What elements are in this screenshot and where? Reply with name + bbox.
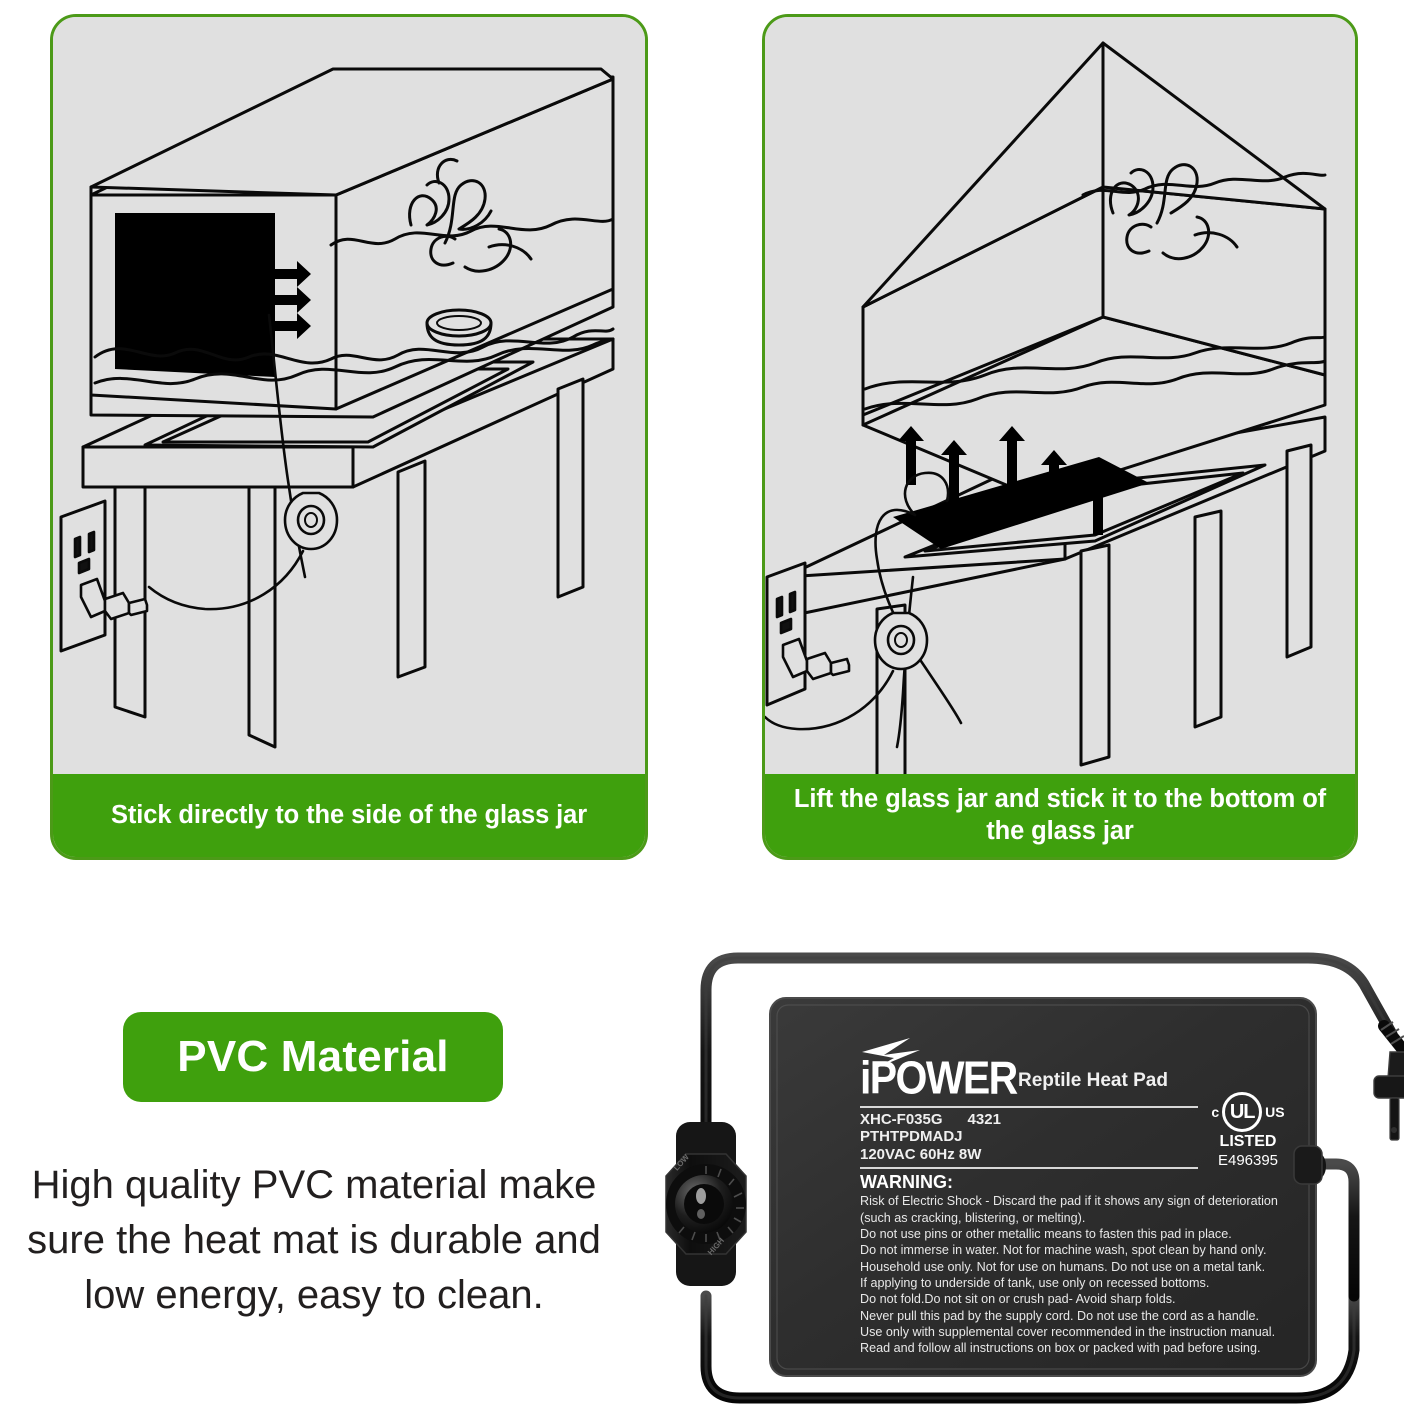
warning-line: Risk of Electric Shock - Discard the pad…: [860, 1194, 1278, 1209]
ul-file-number: E496395: [1217, 1152, 1279, 1169]
product-code: PTHTPDMADJ: [860, 1128, 963, 1146]
instruction-panel-stick-to-bottom: Lift the glass jar and stick it to the b…: [762, 14, 1358, 860]
ul-logo-icon: UL: [1222, 1092, 1263, 1132]
model-line: XHC-F035G 4321: [860, 1111, 1280, 1128]
warning-line: Do not use pins or other metallic means …: [860, 1226, 1232, 1241]
ul-listed-text: LISTED: [1219, 1133, 1277, 1150]
pvc-material-description: High quality PVC material make sure the …: [27, 1163, 601, 1318]
brand-logo-row: iPOWER Reptile Heat Pad: [860, 1052, 1280, 1105]
ul-certification-mark: c UL US LISTED E496395: [1188, 1092, 1308, 1169]
pvc-material-badge-label: PVC Material: [177, 1032, 449, 1081]
panel-caption-stick-to-side: Stick directly to the side of the glass …: [53, 774, 645, 857]
instruction-panel-stick-to-side: Stick directly to the side of the glass …: [50, 14, 648, 860]
warning-line: Do not immerse in water. Not for machine…: [860, 1243, 1267, 1258]
warning-line: Do not fold.Do not sit on or crush pad- …: [860, 1292, 1176, 1307]
batch-number: 4321: [967, 1111, 1001, 1128]
product-name: Reptile Heat Pad: [1018, 1070, 1168, 1091]
pvc-material-badge: PVC Material: [123, 1012, 503, 1102]
illustration-stick-to-side: [53, 17, 645, 777]
warning-line: Use only with supplemental cover recomme…: [860, 1325, 1276, 1340]
warning-line: If applying to underside of tank, use on…: [860, 1275, 1210, 1290]
warning-line: Household use only. Not for use on human…: [860, 1259, 1266, 1274]
panel-caption-stick-to-bottom: Lift the glass jar and stick it to the b…: [765, 774, 1355, 857]
product-photo-reptile-heat-pad: LOW HIGH iPOWER Reptile Heat Pad XHC-F03…: [648, 926, 1404, 1420]
warning-title: WARNING:: [860, 1172, 953, 1193]
model-number: XHC-F035G: [860, 1111, 943, 1128]
heat-pad-photo-graphics: [665, 952, 1404, 1404]
terrarium-side-mount-diagram: [59, 67, 615, 749]
label-divider-top: [860, 1106, 1198, 1108]
warning-line: Never pull this pad by the supply cord. …: [860, 1308, 1260, 1323]
warning-line: Read and follow all instructions on box …: [860, 1341, 1261, 1356]
brand-logo-prefix: i: [860, 1052, 871, 1104]
warning-line: (such as cracking, blistering, or meltin…: [860, 1210, 1086, 1225]
ul-suffix-us: US: [1265, 1104, 1285, 1120]
brand-logo: iPOWER: [860, 1052, 1019, 1105]
heat-pad-printed-label: iPOWER Reptile Heat Pad XHC-F035G 4321 P…: [860, 1052, 1280, 1357]
electrical-rating: 120VAC 60Hz 8W: [860, 1145, 982, 1163]
illustration-stick-to-bottom: [765, 17, 1355, 777]
ul-prefix-c: c: [1211, 1104, 1220, 1120]
terrarium-bottom-mount-diagram: [765, 41, 1327, 777]
ul-mark-row: c UL US: [1188, 1092, 1308, 1132]
brand-logo-main: POWER: [869, 1052, 1019, 1104]
label-divider-bottom: [860, 1167, 1198, 1170]
